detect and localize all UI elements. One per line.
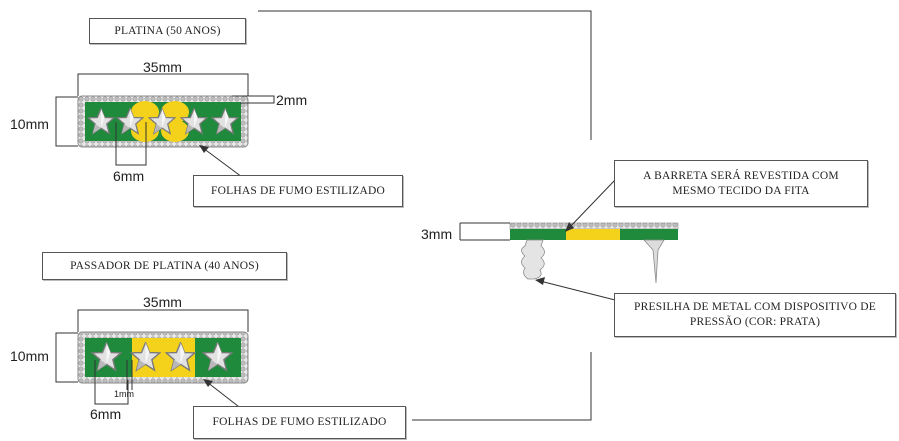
fabric-note-box: A BARRETA SERÁ REVESTIDA COM MESMO TECID… [614, 160, 868, 207]
top-title-box: PLATINA (50 ANOS) [89, 18, 246, 44]
arrow-head [535, 277, 545, 285]
bottom-leaves-box: FOLHAS DE FUMO ESTILIZADO [193, 406, 406, 439]
top-title: PLATINA (50 ANOS) [114, 24, 221, 37]
bottom-ribbon-bar [77, 331, 249, 384]
side-thickness-dim: 3mm [421, 226, 453, 242]
clip-note-box: PRESILHA DE METAL COM DISPOSITIVO DE PRE… [614, 293, 896, 337]
top-border-dim: 2mm [276, 92, 308, 108]
fabric-note-line2: MESMO TECIDO DA FITA [672, 184, 810, 197]
arrow-head [203, 379, 213, 387]
bottom-width-dim: 35mm [143, 294, 182, 310]
fabric-note-line1: A BARRETA SERÁ REVESTIDA COM [643, 169, 839, 182]
top-ribbon-bar [77, 95, 249, 148]
bottom-height-dim: 10mm [10, 348, 49, 364]
frame-lines [258, 10, 592, 421]
side-dimension-lines [459, 179, 616, 301]
bottom-title: PASSADOR DE PLATINA (40 ANOS) [70, 259, 259, 272]
top-height-dim: 10mm [10, 116, 49, 132]
top-leaves-box: FOLHAS DE FUMO ESTILIZADO [193, 175, 403, 207]
top-leaves-label: FOLHAS DE FUMO ESTILIZADO [211, 184, 385, 197]
side-view-bar [509, 222, 679, 284]
top-width-dim: 35mm [143, 59, 182, 75]
bottom-leaf-dim: 6mm [90, 406, 122, 422]
clip-note-line2: PRESSÃO (COR: PRATA) [689, 316, 821, 328]
bottom-gap-dim: 1mm [114, 389, 134, 399]
arrow-head [565, 222, 574, 232]
clip-note-line1: PRESILHA DE METAL COM DISPOSITIVO DE [634, 301, 876, 313]
bottom-leaves-label: FOLHAS DE FUMO ESTILIZADO [212, 416, 387, 428]
bottom-title-box: PASSADOR DE PLATINA (40 ANOS) [42, 252, 287, 280]
arrow-head [199, 145, 209, 153]
top-dimension-lines [55, 73, 275, 181]
top-leaf-dim: 6mm [113, 168, 145, 184]
bottom-dimension-lines [55, 309, 249, 411]
